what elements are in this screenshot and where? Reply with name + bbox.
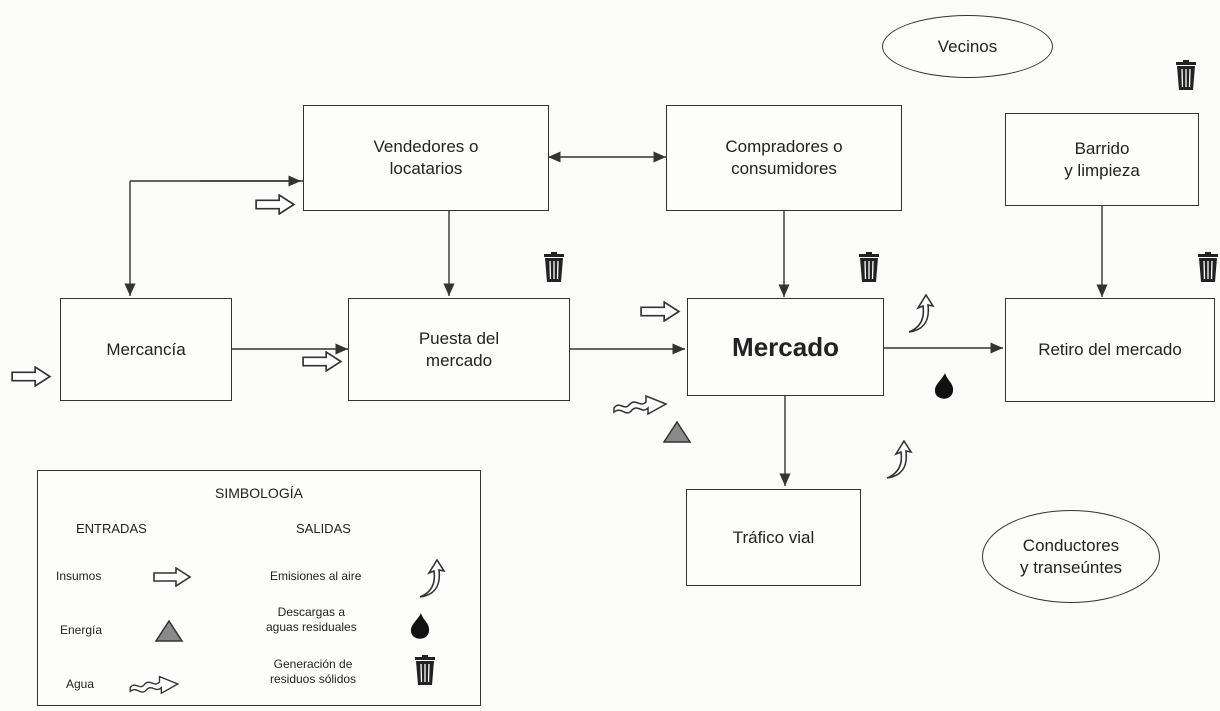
air-emission-icon (908, 294, 934, 333)
node-trafico: Tráfico vial (686, 489, 861, 586)
legend-title: SIMBOLOGÍA (215, 485, 303, 501)
wastewater-drop-icon (934, 373, 954, 399)
node-vendedores: Vendedores o locatarios (303, 105, 549, 211)
legend-icons (129, 559, 445, 694)
node-conductores: Conductores y transeúntes (982, 510, 1160, 603)
energy-input-icon (663, 421, 691, 443)
triangle-icon (155, 620, 183, 642)
input-arrow-icon (11, 366, 51, 387)
node-retiro: Retiro del mercado (1005, 298, 1215, 402)
input-arrow-icon (255, 194, 295, 215)
input-arrow-icon (302, 351, 342, 372)
legend-outputs-header: SALIDAS (296, 521, 351, 536)
trash-can-icon (1175, 60, 1197, 90)
legend-input-label: Insumos (56, 569, 102, 583)
legend-input-label: Energía (60, 623, 103, 637)
air-emission-icon (886, 440, 912, 479)
legend-output-label: Emisiones al aire (270, 569, 362, 583)
hollow-arrow-icon (153, 567, 191, 587)
node-mercancia: Mercancía (60, 298, 232, 401)
trash-can-icon (414, 655, 436, 685)
node-compradores: Compradores o consumidores (666, 105, 902, 211)
wavy-arrow-icon (129, 675, 179, 694)
trash-can-icon (543, 252, 565, 282)
node-vecinos: Vecinos (882, 15, 1053, 78)
legend-output-label: Generación de residuos sólidos (270, 657, 357, 686)
water-input-icon (613, 395, 667, 415)
drop-icon (410, 613, 430, 639)
legend-inputs-header: ENTRADAS (76, 521, 147, 536)
trash-can-icon (858, 252, 880, 282)
node-mercado: Mercado (687, 298, 884, 396)
curved-arrow-icon (419, 559, 445, 598)
trash-can-icon (1197, 252, 1219, 282)
legend-input-label: Agua (66, 677, 95, 691)
node-puesta: Puesta del mercado (348, 298, 570, 401)
legend-box: SIMBOLOGÍA ENTRADAS SALIDAS Insumos Ener… (37, 470, 481, 706)
node-barrido: Barrido y limpieza (1005, 113, 1199, 206)
legend-output-label: Descargas a aguas residuales (266, 605, 357, 634)
input-arrow-icon (640, 301, 680, 322)
